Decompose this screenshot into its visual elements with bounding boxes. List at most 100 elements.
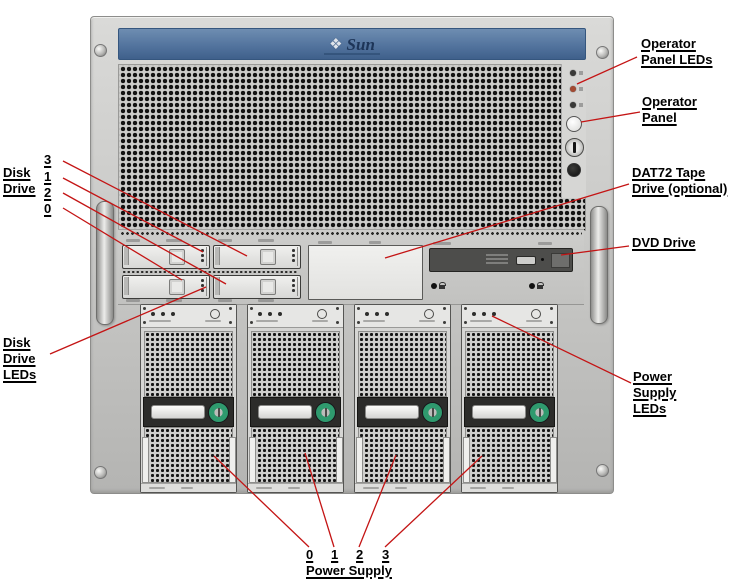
label-dat72-tape-drive: DAT72 Tape Drive (optional) — [632, 165, 728, 196]
disk-led-cluster — [201, 249, 205, 264]
psu-led — [268, 312, 272, 316]
psu-header — [141, 305, 236, 328]
bay-grip — [124, 277, 129, 295]
psu-standby-mark — [531, 309, 541, 319]
bay-edge — [297, 247, 298, 266]
label-disk-id-3: 3 — [44, 152, 52, 167]
bay-divider-vents — [122, 270, 298, 274]
psu-led — [375, 312, 379, 316]
warning-icon — [579, 103, 583, 107]
label-power-supply: Power Supply — [306, 563, 392, 578]
top-bezel: ❖ Sun — [118, 28, 586, 60]
psu-led — [278, 312, 282, 316]
dvd-activity-led — [541, 258, 544, 261]
psu-handle — [365, 405, 419, 419]
psu-grille — [358, 331, 447, 397]
psu-handle-recess — [250, 397, 341, 427]
psu-handle-recess — [464, 397, 555, 427]
psu-led — [482, 312, 486, 316]
dvd-drive — [429, 248, 573, 272]
disk-led-cluster — [201, 279, 205, 294]
bay-grip — [215, 277, 220, 295]
psu-header — [462, 305, 557, 328]
bay-edge — [297, 277, 298, 296]
operator-panel — [561, 64, 586, 198]
dat72-tape-drive-slot — [308, 245, 423, 300]
bay-grip — [215, 247, 220, 265]
rack-screw — [596, 46, 609, 59]
power-supply-3 — [461, 304, 558, 493]
check-led — [570, 86, 576, 92]
left-handle — [96, 201, 114, 325]
disk-drive-bay-1 — [122, 245, 210, 269]
disk-led-cluster — [292, 249, 296, 264]
keyswitch — [565, 138, 584, 157]
psu-grille — [251, 427, 340, 483]
psu-led — [472, 312, 476, 316]
bay-edge — [206, 277, 207, 296]
bay-latch — [169, 279, 185, 295]
psu-standby-mark — [424, 309, 434, 319]
label-psu-id-3: 3 — [382, 547, 390, 562]
bay-latch — [260, 249, 276, 265]
psu-handle — [472, 405, 526, 419]
bay-grip — [124, 247, 129, 265]
psu-led — [492, 312, 496, 316]
psu-led — [385, 312, 389, 316]
keyhole — [573, 142, 576, 153]
power-led — [570, 70, 576, 76]
panel-hole — [567, 163, 581, 177]
psu-tab — [463, 437, 470, 483]
label-operator-panel: Operator Panel — [642, 94, 697, 125]
label-psu-id-0: 0 — [306, 547, 314, 562]
psu-footer — [248, 483, 343, 492]
psu-handle-recess — [143, 397, 234, 427]
disk-drive-bay-3 — [213, 245, 301, 269]
label-operator-panel-leds: Operator Panel LEDs — [641, 36, 713, 67]
psu-latch-green — [208, 402, 229, 423]
psu-led — [161, 312, 165, 316]
psu-grille — [251, 331, 340, 397]
psu-latch-green — [315, 402, 336, 423]
sun-logo-text: Sun — [346, 34, 375, 54]
psu-tab — [142, 437, 149, 483]
psu-tab — [443, 437, 450, 483]
dvd-eject-button — [551, 253, 570, 268]
vent-strip — [120, 231, 582, 236]
psu-grille — [144, 427, 233, 483]
psu-grille — [144, 331, 233, 397]
bay-edge — [206, 247, 207, 266]
psu-handle-recess — [357, 397, 448, 427]
disk-drive-bay-2 — [213, 275, 301, 299]
label-disk-id-2: 2 — [44, 185, 52, 200]
label-dvd-drive: DVD Drive — [632, 235, 696, 250]
power-supply-1 — [247, 304, 344, 493]
media-bay-row — [118, 229, 584, 305]
psu-grille — [358, 427, 447, 483]
server-chassis: ❖ Sun — [90, 16, 614, 494]
psu-handle — [258, 405, 312, 419]
power-supply-2 — [354, 304, 451, 493]
disk-drive-bay-0 — [122, 275, 210, 299]
psu-standby-mark — [210, 309, 220, 319]
psu-tab — [229, 437, 236, 483]
sun-logo: ❖ Sun — [329, 36, 375, 53]
label-disk-drive-leds: Disk Drive LEDs — [3, 335, 37, 382]
psu-footer — [355, 483, 450, 492]
psu-tab — [249, 437, 256, 483]
psu-led — [171, 312, 175, 316]
front-grille — [118, 64, 586, 231]
wrench-icon — [579, 87, 583, 91]
psu-header — [355, 305, 450, 328]
psu-header — [248, 305, 343, 328]
right-handle — [590, 206, 608, 324]
psu-grille — [465, 427, 554, 483]
psu-footer — [141, 483, 236, 492]
psu-tab — [550, 437, 557, 483]
rack-screw — [596, 464, 609, 477]
rack-screw — [94, 44, 107, 57]
psu-handle — [151, 405, 205, 419]
lock-icon — [529, 282, 544, 290]
disk-led-cluster — [292, 279, 296, 294]
